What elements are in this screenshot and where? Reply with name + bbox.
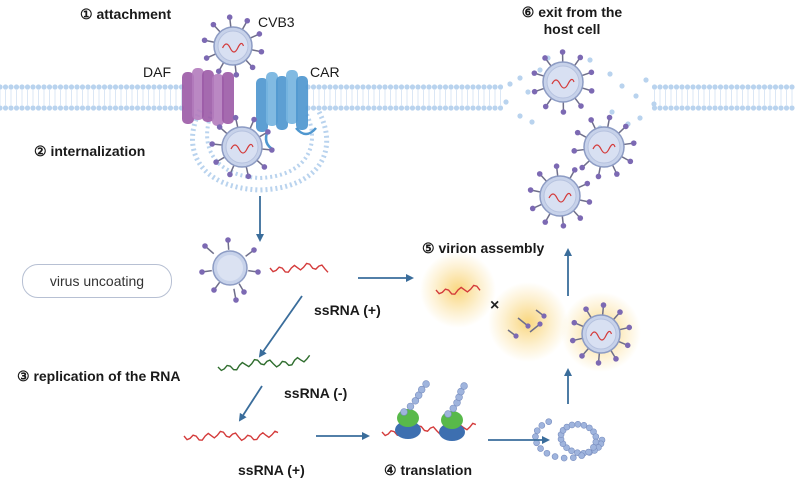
assembled-virus-icon: [569, 302, 633, 366]
ssrna-minus-label: ssRNA (-): [284, 385, 348, 401]
step4-translation-label: ④ translation: [384, 462, 473, 478]
plus-sign-icon: ×: [490, 297, 499, 314]
step5-virion-assembly-label: ⑤ virion assembly: [422, 240, 545, 256]
car-receptor-icon: [256, 70, 317, 152]
step1-attachment-label: ① attachment: [80, 6, 172, 22]
virus-uncoating-box: virus uncoating: [22, 264, 172, 298]
arrow-uncoating-to-replication: [258, 295, 303, 358]
polypeptide-chain-icon: [532, 418, 606, 462]
exiting-virus-icon: [531, 49, 595, 115]
released-virus-icon-1: [571, 114, 637, 180]
attaching-virus-icon: [201, 14, 265, 78]
ssrna-plus-strand-2: [183, 430, 279, 442]
daf-receptor-icon: [182, 68, 234, 126]
ssrna-plus-label-1: ssRNA (+): [314, 302, 381, 318]
uncoating-capsid-icon: [199, 237, 261, 303]
arrow-minus-to-plus: [238, 385, 263, 422]
assembly-rna-strand: [435, 284, 481, 295]
step6-exit-label: ⑥ exit from the host cell: [521, 4, 623, 37]
step2-internalization-label: ② internalization: [34, 143, 146, 159]
ssrna-minus-strand: [217, 354, 311, 372]
ssrna-plus-strand-1: [269, 262, 329, 273]
cvb3-label: CVB3: [258, 14, 295, 30]
capsid-protein-pieces: [507, 309, 547, 339]
car-label: CAR: [310, 64, 340, 80]
assembly-glow-proteins: [488, 282, 568, 362]
cell-membrane: [0, 55, 795, 131]
released-virus-icon-2: [527, 163, 593, 229]
endocytic-vesicle: [190, 108, 330, 193]
daf-label: DAF: [143, 64, 171, 80]
polypeptide-icon: [400, 380, 468, 418]
virus-uncoating-label: virus uncoating: [49, 273, 145, 289]
internalized-virus-icon: [209, 114, 275, 180]
step3-replication-label: ③ replication of the RNA: [17, 368, 181, 384]
ssrna-plus-label-2: ssRNA (+): [238, 462, 305, 478]
ribosome-icon: [395, 409, 465, 441]
